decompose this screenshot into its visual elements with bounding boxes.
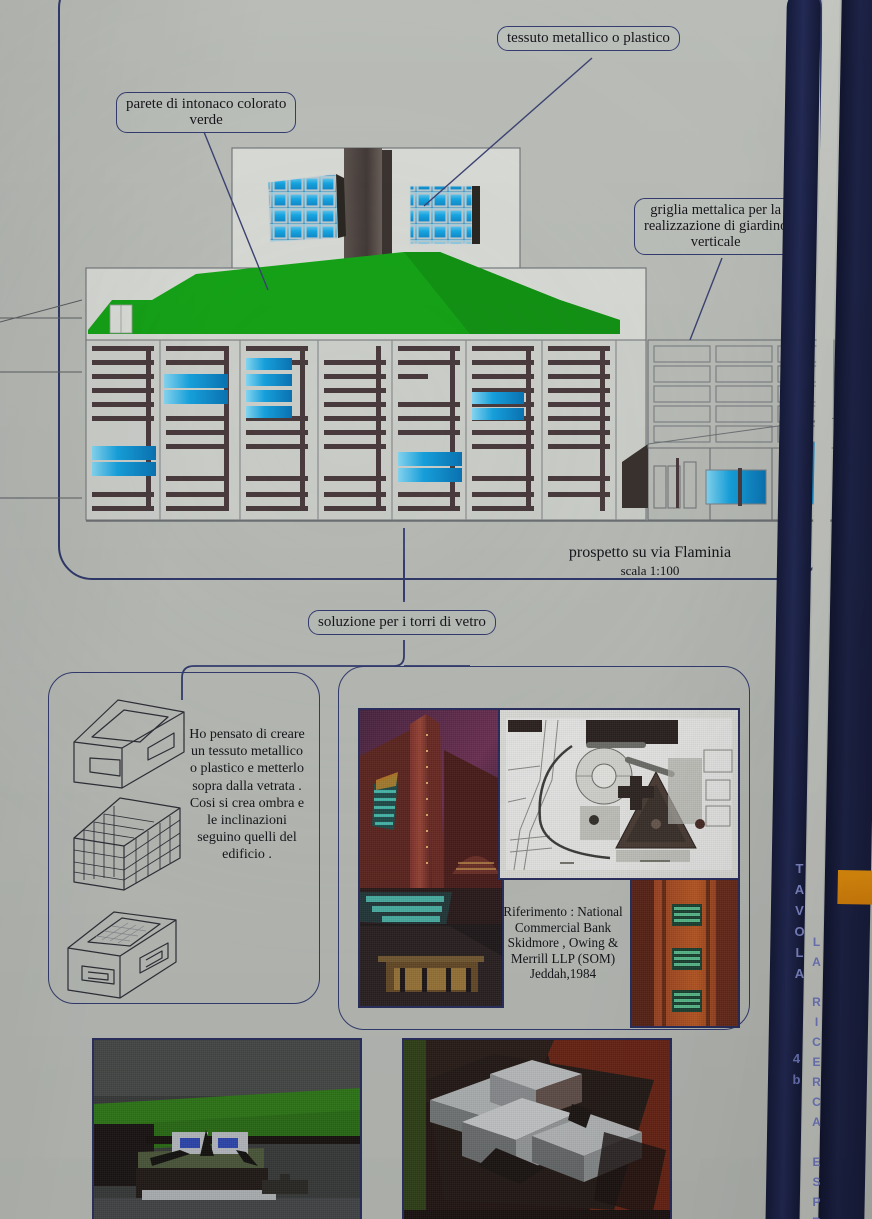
callout-griglia-mettalica: griglia mettalica per la realizzazione d… <box>634 198 798 255</box>
box-mesh-icon <box>73 797 181 891</box>
panel-reference-images <box>338 666 750 1030</box>
photo-site-plan <box>498 708 740 880</box>
axonometric-diagrams <box>67 699 185 999</box>
photo-model-side-view <box>92 1038 362 1219</box>
caption-prospetto-scale: scala 1:100 <box>620 563 680 578</box>
caption-prospetto-title: prospetto su via Flaminia <box>568 544 732 561</box>
concept-description-text: Ho pensato di creare un tessuto metallic… <box>189 727 305 863</box>
spine-label-subtitle: LARICERCAESPRESSI <box>812 935 822 1219</box>
spine-accent-block <box>837 870 872 905</box>
reference-caption: Riferimento : National Commercial Bank S… <box>503 904 623 982</box>
photo-facade-detail <box>630 878 740 1028</box>
box-open-top-icon <box>73 699 185 789</box>
photo-model-aerial-view <box>402 1038 672 1219</box>
callout-tessuto-metallico: tessuto metallico o plastico <box>497 26 680 51</box>
photo-ncb-tower <box>358 708 504 1008</box>
caption-prospetto: prospetto su via Flaminia scala 1:100 <box>520 544 780 580</box>
elevation-drawing <box>0 57 837 600</box>
panel-concept-diagrams <box>48 672 320 1004</box>
callout-soluzione-torri: soluzione per i torri di vetro <box>308 610 496 635</box>
callout-parete-intonaco: parete di intonaco colorato verde <box>116 92 297 133</box>
box-covered-icon <box>67 911 177 999</box>
